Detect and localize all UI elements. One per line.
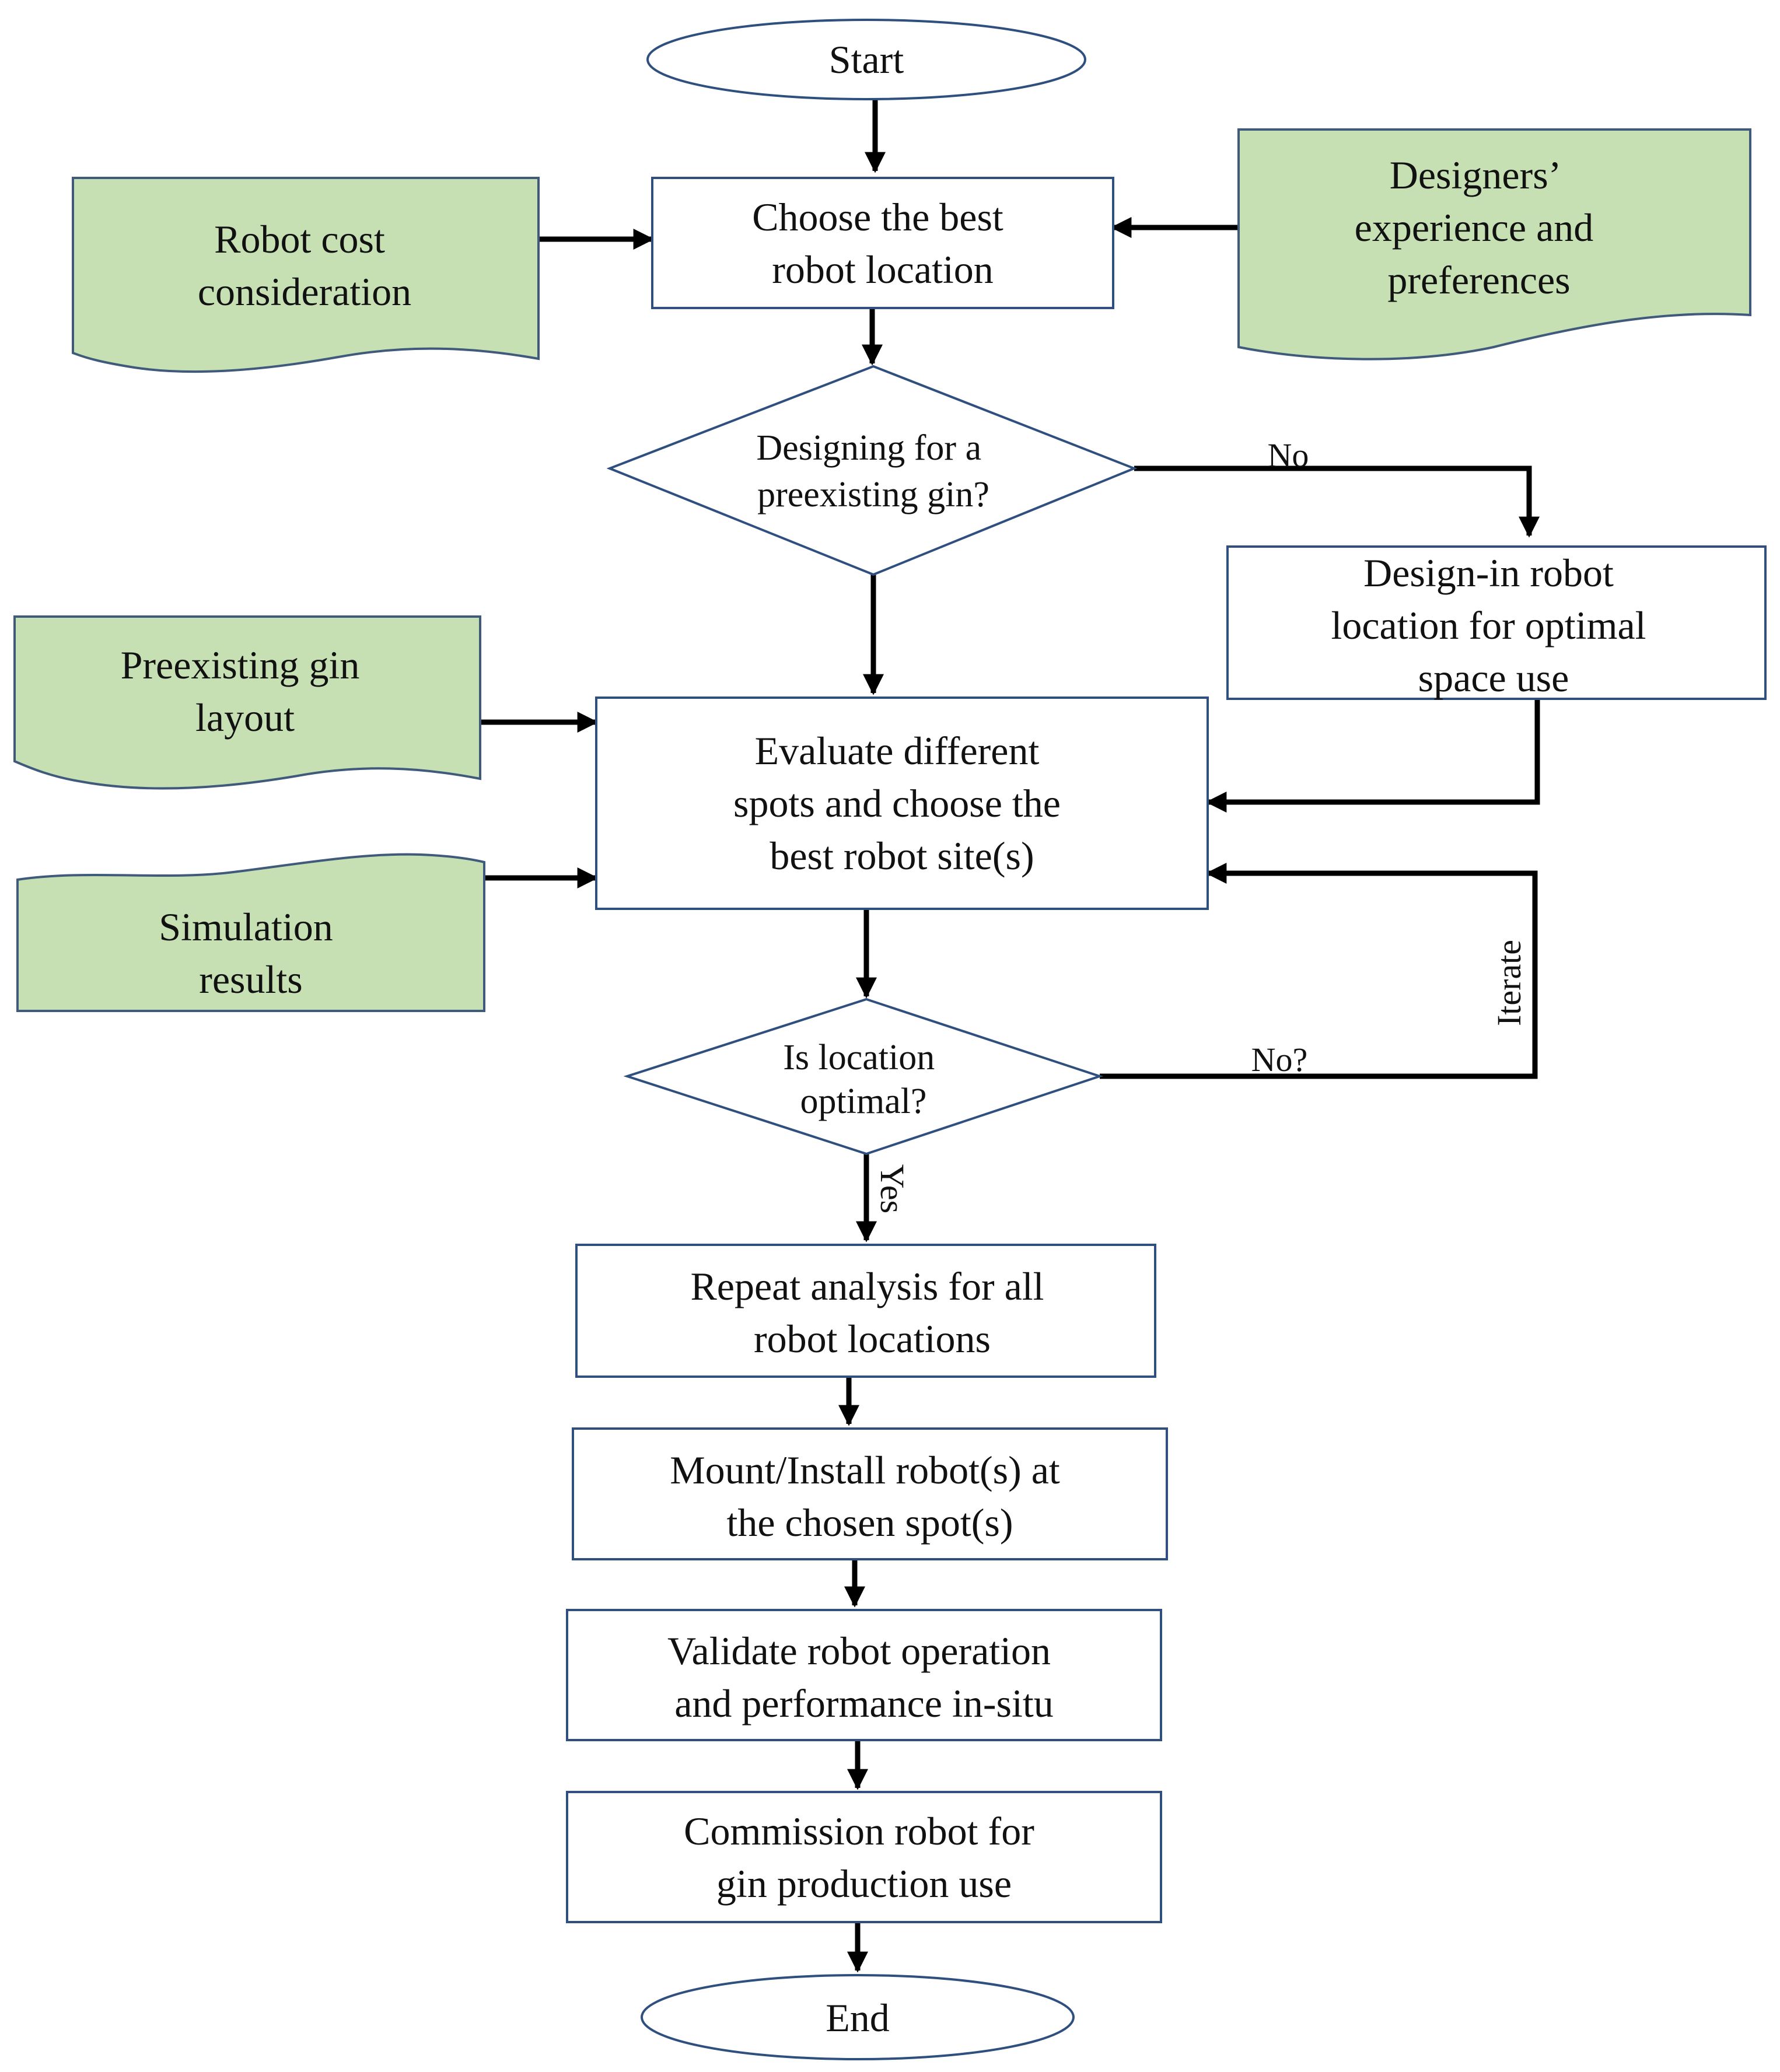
commission-label: Commission robot for gin production use (684, 1809, 1044, 1906)
repeat-analysis-label: Repeat analysis for all robot locations (690, 1264, 1054, 1361)
end-terminal: End (641, 1974, 1075, 2060)
start-terminal: Start (646, 19, 1086, 100)
start-label: Start (829, 37, 904, 82)
validate-operation-label: Validate robot operation and performance… (667, 1629, 1061, 1726)
design-in-location-process: Design-in robot location for optimal spa… (1226, 545, 1767, 700)
label-iterate: Iterate (1490, 940, 1528, 1026)
edge-optimal-no-iterate-loop (1100, 863, 1538, 1079)
mount-install-label: Mount/Install robot(s) at the chosen spo… (670, 1448, 1070, 1545)
preexisting-layout-input: Preexisting gin layout (13, 615, 481, 790)
evaluate-spots-process: Evaluate different spots and choose the … (595, 696, 1209, 910)
validate-operation-process: Validate robot operation and performance… (566, 1609, 1162, 1741)
mount-install-process: Mount/Install robot(s) at the chosen spo… (572, 1427, 1168, 1560)
decision-location-optimal: Is location optimal? (623, 998, 1104, 1156)
commission-process: Commission robot for gin production use (566, 1791, 1162, 1923)
repeat-analysis-process: Repeat analysis for all robot locations (575, 1244, 1156, 1378)
decision-preexisting-label: Designing for a preexisting gin? (756, 428, 990, 514)
simulation-results-label: Simulation results (159, 905, 342, 1002)
designers-experience-input: Designers’ experience and preferences (1237, 128, 1751, 360)
robot-cost-input: Robot cost consideration (72, 177, 540, 373)
simulation-results-input: Simulation results (16, 853, 485, 1012)
decision-preexisting-gin: Designing for a preexisting gin? (606, 365, 1138, 576)
evaluate-spots-label: Evaluate different spots and choose the … (733, 729, 1071, 878)
edge-labels: No No? Iterate Yes (873, 436, 1528, 1213)
robot-cost-label: Robot cost consideration (198, 217, 411, 314)
edge-design-in-to-evaluate (1205, 699, 1540, 813)
label-yes: Yes (873, 1164, 911, 1213)
choose-best-location-process: Choose the best robot location (651, 177, 1114, 309)
designers-experience-label: Designers’ experience and preferences (1355, 153, 1604, 302)
edge-decision-no-to-design-in (1134, 466, 1540, 538)
label-no-question: No? (1251, 1041, 1308, 1079)
design-in-location-label: Design-in robot location for optimal spa… (1331, 551, 1656, 700)
preexisting-layout-label: Preexisting gin layout (121, 643, 370, 740)
label-no: No (1268, 436, 1309, 474)
choose-best-location-label: Choose the best robot location (752, 195, 1013, 292)
edges (480, 99, 1540, 1973)
end-label: End (826, 1996, 890, 2040)
decision-optimal-label: Is location optimal? (783, 1038, 944, 1121)
